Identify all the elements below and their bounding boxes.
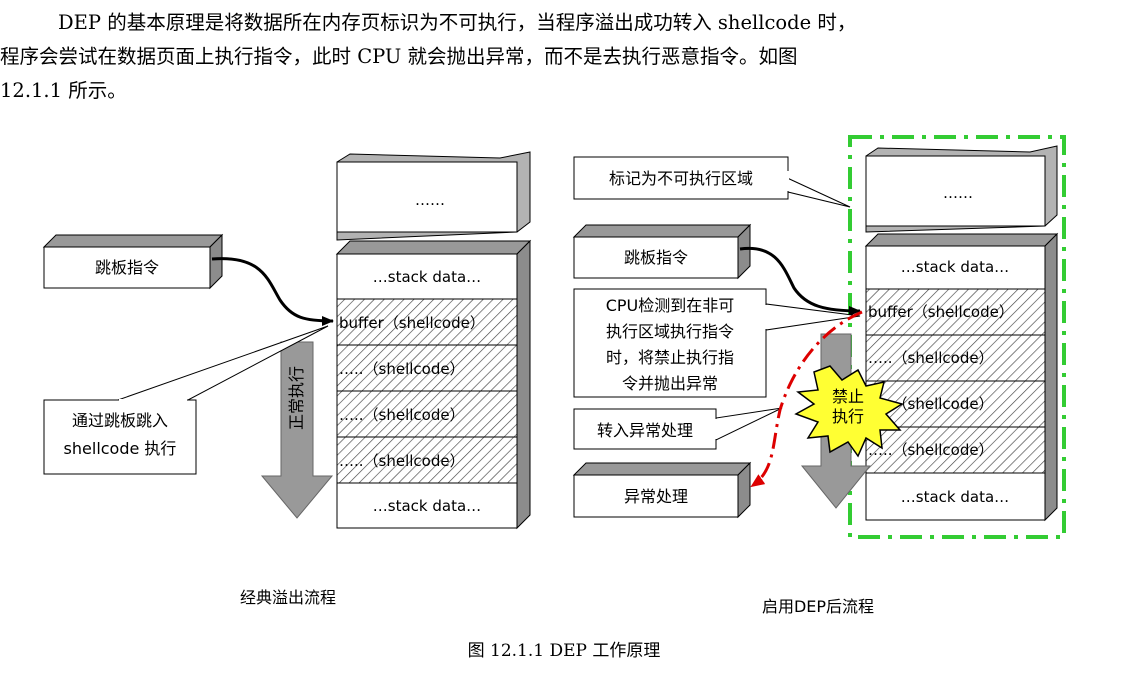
right-diagram-title: 启用DEP后流程: [762, 597, 874, 616]
left-stack-row-5: …..（shellcode）: [339, 452, 465, 470]
cpu-note-callout: CPU检测到在非可 执行区域执行指令 时，将禁止执行指 令并抛出异常: [573, 288, 861, 398]
left-top-block: ……: [336, 151, 531, 241]
left-jump-arrow: [211, 257, 334, 326]
cpu-note-line-2: 执行区域执行指令: [606, 322, 734, 341]
right-stack-row-4: …..（shellcode）: [868, 395, 994, 413]
left-trampoline-box: 跳板指令: [42, 233, 224, 290]
left-stack-row-1: …stack data…: [373, 268, 481, 286]
left-trampoline-label: 跳板指令: [95, 258, 159, 277]
paragraph-line-3: 12.1.1 所示。: [0, 79, 127, 102]
exception-callout: 转入异常处理: [573, 407, 783, 450]
left-stack: …stack data… buffer（shellcode） …..（shell…: [335, 239, 532, 530]
right-top-block: ……: [865, 145, 1058, 233]
right-top-block-text: ……: [943, 184, 973, 202]
burst-line-2: 执行: [832, 407, 864, 426]
prohibit-burst: 禁止 执行: [794, 365, 904, 458]
right-stack-row-1: …stack data…: [901, 258, 1009, 276]
right-stack: …stack data… buffer（shellcode） …..（shell…: [864, 232, 1059, 522]
left-diagram-title: 经典溢出流程: [240, 588, 336, 607]
right-stack-row-6: …stack data…: [901, 488, 1009, 506]
exception-handler-label: 异常处理: [624, 487, 688, 506]
left-stack-row-4: …..（shellcode）: [339, 406, 465, 424]
left-callout: 通过跳板跳入 shellcode 执行: [43, 325, 329, 475]
paragraph-line-1: DEP 的基本原理是将数据所在内存页标识为不可执行，当程序溢出成功转入 shel…: [58, 11, 857, 34]
right-trampoline-box: 跳板指令: [572, 223, 752, 280]
burst-line-1: 禁止: [832, 387, 864, 406]
nx-label-text: 标记为不可执行区域: [609, 169, 753, 188]
left-execution-arrow: 正常执行: [260, 341, 334, 519]
left-stack-row-6: …stack data…: [373, 497, 481, 515]
cpu-note-line-3: 时，将禁止执行指: [606, 348, 734, 367]
figure-caption: 图 12.1.1 DEP 工作原理: [467, 641, 661, 661]
paragraph-line-2: 程序会尝试在数据页面上执行指令，此时 CPU 就会抛出异常，而不是去执行恶意指令…: [0, 45, 798, 68]
right-stack-row-2: buffer（shellcode）: [868, 303, 1014, 321]
left-execution-label: 正常执行: [287, 366, 306, 430]
left-callout-line-2: shellcode 执行: [64, 439, 177, 458]
red-exception-path: [750, 310, 863, 488]
right-jump-arrow: [739, 246, 861, 316]
cpu-note-line-4: 令并抛出异常: [622, 374, 718, 393]
right-stack-row-5: …..（shellcode）: [868, 441, 994, 459]
right-stack-row-3: …..（shellcode）: [868, 349, 994, 367]
cpu-note-line-1: CPU检测到在非可: [606, 296, 735, 315]
left-callout-line-1: 通过跳板跳入: [72, 411, 168, 430]
right-trampoline-label: 跳板指令: [624, 248, 688, 267]
left-top-block-text: ……: [415, 191, 445, 209]
left-stack-row-2: buffer（shellcode）: [339, 314, 485, 332]
nx-label-box: 标记为不可执行区域: [573, 156, 851, 208]
intro-paragraph: DEP 的基本原理是将数据所在内存页标识为不可执行，当程序溢出成功转入 shel…: [0, 6, 1128, 108]
exception-callout-text: 转入异常处理: [597, 421, 693, 440]
exception-handler-box: 异常处理: [572, 461, 752, 519]
left-stack-row-3: …..（shellcode）: [339, 360, 465, 378]
